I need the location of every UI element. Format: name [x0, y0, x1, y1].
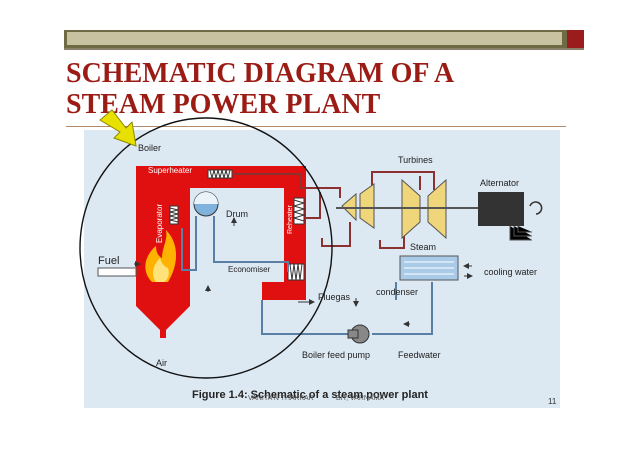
slide-title-line1: SCHEMATIC DIAGRAM OF A: [66, 58, 455, 89]
boiler-feed-pump: [347, 324, 370, 344]
label-alternator: Alternator: [480, 178, 519, 188]
turbine-ip: [359, 183, 375, 229]
label-economiser: Economiser: [228, 265, 271, 274]
label-cooling-water: cooling water: [484, 267, 537, 277]
label-steam: Steam: [410, 242, 436, 252]
slide-title: SCHEMATIC DIAGRAM OF A STEAM POWER PLANT: [66, 58, 586, 120]
top-bar-olive-segment: [64, 30, 567, 48]
drum: [193, 191, 219, 217]
label-air: Air: [156, 358, 167, 368]
boiler-flue-outlet: [262, 282, 306, 300]
boiler-hopper: [136, 306, 190, 330]
pointer-arrow-icon: [99, 109, 137, 147]
economiser-coil: [287, 263, 305, 281]
top-decorative-bar: [64, 30, 584, 50]
label-turbines: Turbines: [398, 155, 433, 165]
superheater-coil: [207, 169, 233, 179]
alternator-rotation-icon: [529, 201, 543, 215]
label-superheater: Superheater: [148, 166, 192, 175]
slide-title-line2: STEAM POWER PLANT: [66, 89, 381, 120]
steam-pipes: [232, 171, 435, 249]
boiler-highlight-circle: [79, 117, 333, 379]
footer-institute: BIT, VARNAMA: [336, 395, 385, 402]
flame-icon: [145, 230, 177, 282]
boiler: [136, 166, 306, 338]
label-reheater: Reheater: [287, 205, 294, 234]
label-fuel: Fuel: [98, 255, 119, 267]
flow-arrows: [134, 217, 473, 327]
label-drum: Drum: [226, 209, 248, 219]
label-evaporator: Evaporator: [155, 204, 164, 243]
label-condenser: condenser: [376, 287, 418, 297]
label-boiler-feed-pump: Boiler feed pump: [302, 350, 370, 360]
alternator-output-lines: [509, 226, 532, 241]
fuel-pipe: [97, 267, 137, 277]
condenser: [399, 255, 459, 281]
evaporator-coil: [169, 205, 179, 225]
title-underline: [66, 126, 566, 127]
label-fluegas: Fluegas: [318, 292, 351, 302]
alternator: [478, 192, 524, 226]
footer-author: VANITA N THAKKAR: [248, 395, 314, 402]
water-pipes: [181, 216, 433, 335]
top-bar-red-segment: [567, 30, 584, 48]
boiler-air-inlet: [160, 328, 166, 338]
reheater-coil: [292, 197, 306, 225]
slide-number: 11: [548, 397, 557, 406]
figure-caption: Figure 1.4: Schematic of a steam power p…: [192, 389, 428, 401]
label-boiler: Boiler: [138, 143, 161, 153]
label-feedwater: Feedwater: [398, 350, 441, 360]
